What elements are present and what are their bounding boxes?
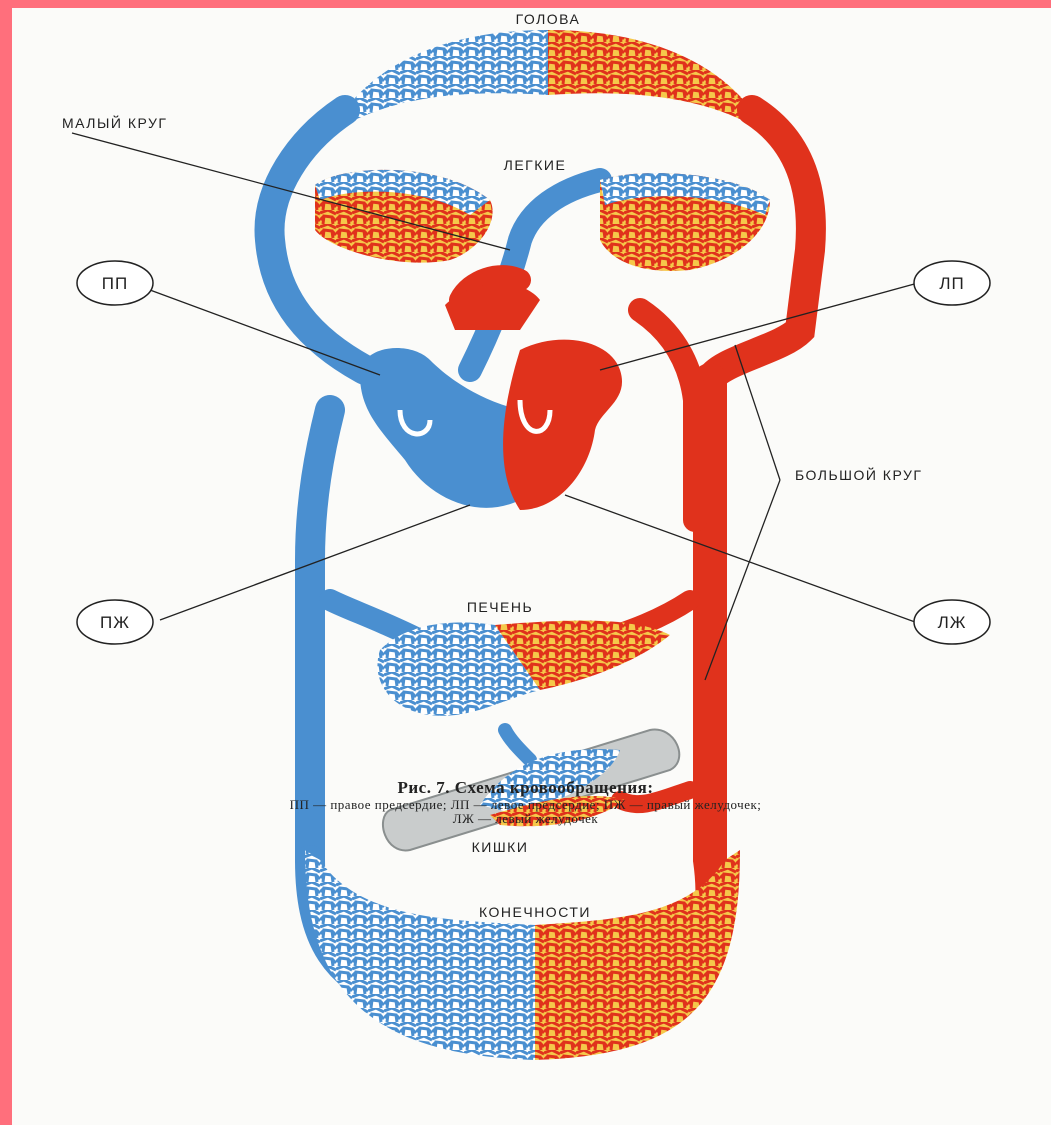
heart — [360, 284, 622, 510]
label-liver: ПЕЧЕНЬ — [467, 599, 533, 615]
caption-legend-line2: ЛЖ — левый желудочек — [0, 812, 1051, 826]
head-capillaries — [345, 30, 752, 125]
label-lungs: ЛЕГКИЕ — [504, 157, 567, 173]
label-right-atrium: ПП — [102, 274, 128, 293]
label-head: ГОЛОВА — [516, 11, 581, 27]
label-right-ventricle: ПЖ — [100, 613, 130, 632]
caption-legend-line1: ПП — правое предсердие; ЛП — левое предс… — [0, 798, 1051, 812]
caption-legend: ПП — правое предсердие; ЛП — левое предс… — [0, 798, 1051, 826]
label-big-circle: БОЛЬШОЙ КРУГ — [795, 466, 922, 483]
caption-title: Рис. 7. Схема кровообращения: — [0, 778, 1051, 798]
label-intestines: КИШКИ — [472, 839, 529, 855]
label-small-circle: МАЛЫЙ КРУГ — [62, 114, 168, 131]
figure-caption: Рис. 7. Схема кровообращения: ПП — право… — [0, 778, 1051, 826]
limbs-capillaries — [305, 850, 740, 1060]
label-left-ventricle: ЛЖ — [938, 613, 967, 632]
label-left-atrium: ЛП — [939, 274, 964, 293]
label-limbs: КОНЕЧНОСТИ — [479, 904, 591, 920]
liver — [377, 621, 670, 716]
